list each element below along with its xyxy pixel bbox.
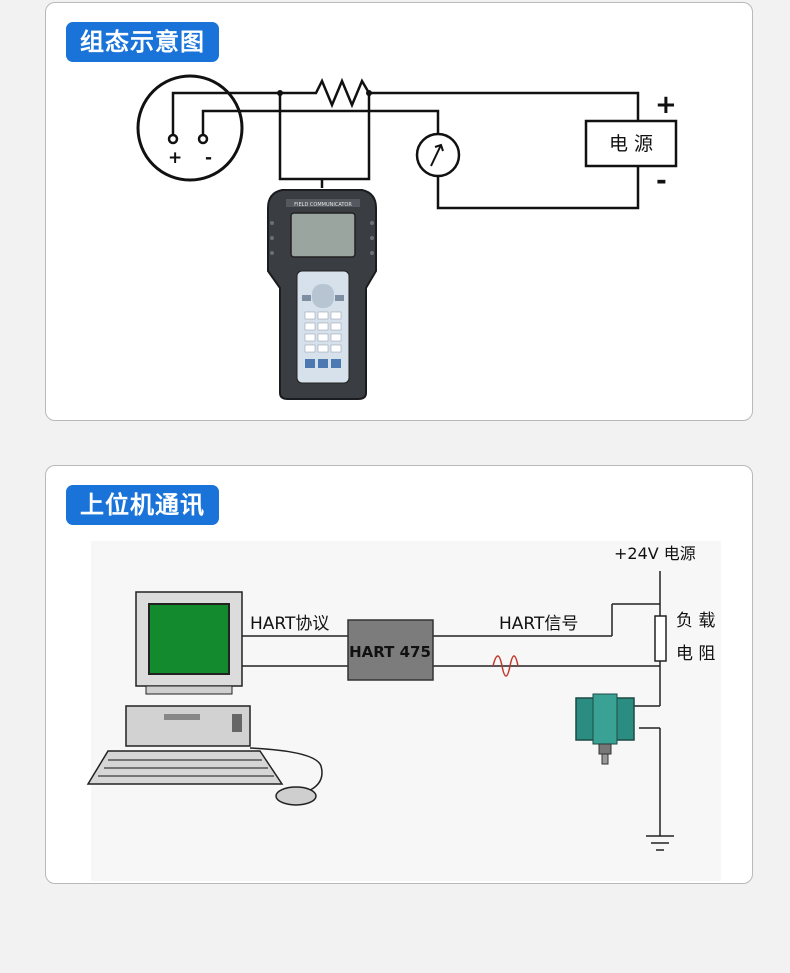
- hart-475-label: HART 475: [349, 643, 431, 661]
- power-supply-label: 电 源: [609, 133, 653, 155]
- protocol-label: HART协议: [250, 614, 329, 634]
- load-resistor: [654, 615, 667, 662]
- hart-signal-wave-icon: [492, 655, 519, 677]
- device-keypad: [304, 311, 342, 353]
- host-computer: [86, 591, 323, 806]
- loop-wiring: [171, 77, 640, 210]
- power-supply-box: [584, 119, 678, 168]
- computer-case: [125, 705, 251, 747]
- supply-label: +24V 电源: [614, 544, 696, 563]
- computer-screen: [148, 603, 230, 675]
- host-communication-panel: HART 475 +24V 电源 HART协议 HART信号 负 载 电 阻 上…: [45, 465, 753, 884]
- junction-dot-right: [366, 90, 372, 96]
- config-panel-title: 组态示意图: [66, 22, 219, 62]
- junction-dot-left: [277, 90, 283, 96]
- field-communicator-device: FIELD COMMUNICATOR: [267, 189, 377, 400]
- terminal-plus-label: +: [168, 148, 182, 168]
- ammeter-icon: [415, 132, 461, 178]
- configuration-diagram: + - 电 源 + - FIELD COMMUNICATOR: [136, 74, 678, 400]
- terminal-plus: [167, 133, 179, 145]
- comm-panel-title: 上位机通讯: [66, 485, 219, 525]
- signal-label: HART信号: [499, 614, 578, 634]
- power-minus-label: -: [656, 166, 667, 196]
- configuration-diagram-panel: + - 电 源 + - FIELD COMMUNICATOR: [45, 2, 753, 421]
- device-screen: [290, 212, 356, 258]
- pressure-transmitter: [575, 693, 635, 765]
- power-plus-label: +: [655, 90, 677, 120]
- terminal-minus: [197, 133, 209, 145]
- signal-wiring: [242, 571, 674, 851]
- host-communication-diagram: HART 475 +24V 电源 HART协议 HART信号 负 载 电 阻: [86, 541, 721, 881]
- ammeter-needle: [430, 143, 444, 167]
- load-label-line1: 负 载: [676, 611, 715, 631]
- hart-475-box: [347, 619, 434, 681]
- terminal-minus-label: -: [205, 148, 212, 168]
- transmitter-circle: [136, 74, 244, 182]
- device-header-text: FIELD COMMUNICATOR: [294, 202, 352, 208]
- load-label-line2: 电 阻: [676, 644, 715, 664]
- mouse: [275, 786, 317, 806]
